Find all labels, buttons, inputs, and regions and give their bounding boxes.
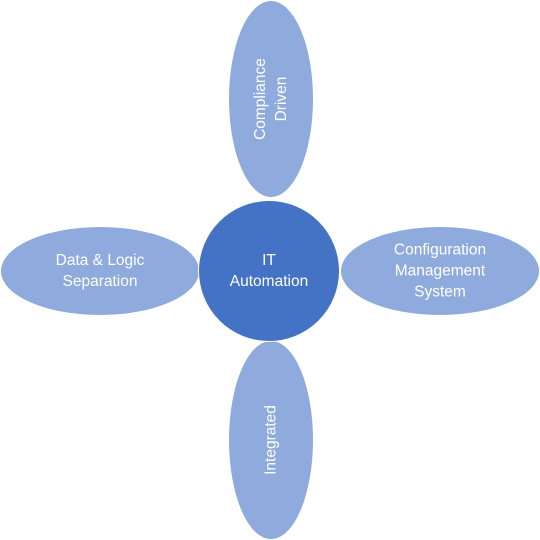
petal-left-label-line-2: Separation bbox=[62, 273, 138, 290]
hub-label: IT Automation bbox=[230, 250, 308, 292]
hub-label-line-1: IT bbox=[262, 252, 276, 269]
petal-left bbox=[0, 226, 200, 316]
hub-label-line-2: Automation bbox=[229, 273, 309, 290]
petal-top bbox=[228, 0, 314, 198]
petal-top-label: Compliance Driven bbox=[250, 58, 292, 140]
petal-top-label-line-2: Driven bbox=[273, 76, 290, 122]
petal-left-label: Data & Logic Separation bbox=[56, 250, 145, 292]
petal-left-label-line-1: Data & Logic bbox=[55, 252, 145, 269]
petal-bottom-label: Integrated bbox=[261, 405, 282, 475]
petal-right-label-line-3: System bbox=[414, 283, 466, 301]
petal-bottom-label-line-1: Integrated bbox=[262, 405, 280, 475]
petal-right bbox=[340, 226, 540, 316]
petal-top-label-line-1: Compliance bbox=[252, 58, 269, 140]
petal-right-label: Configuration Management System bbox=[394, 240, 486, 303]
petal-bottom bbox=[228, 340, 314, 540]
petal-right-label-line-2: Management bbox=[394, 262, 486, 280]
petal-right-label-line-1: Configuration bbox=[393, 241, 487, 259]
hub-circle bbox=[198, 200, 340, 342]
